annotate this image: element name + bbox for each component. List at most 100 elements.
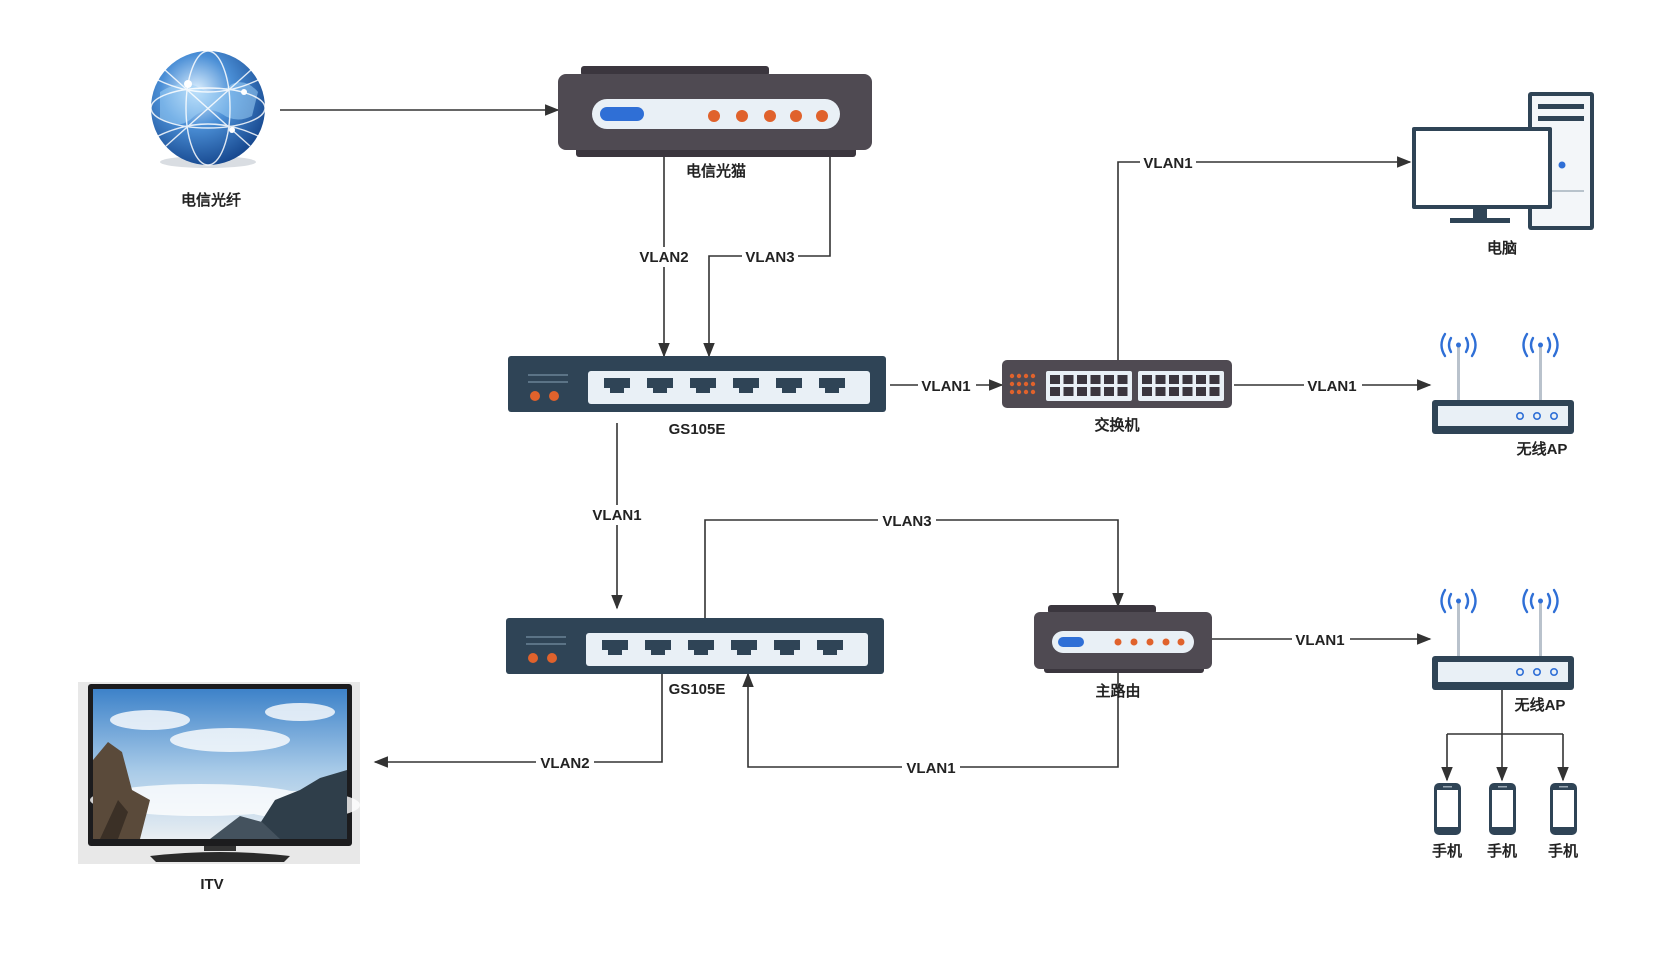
main-router-node: 主路由 — [1034, 605, 1212, 700]
switch-icon — [508, 356, 886, 412]
main-router-label: 主路由 — [1095, 682, 1140, 700]
ethernet-port-icon — [1142, 387, 1152, 396]
tv-icon — [78, 682, 360, 864]
phone1-node: 手机 — [1432, 783, 1462, 860]
access-point-icon — [1432, 332, 1574, 434]
ethernet-port-icon — [774, 640, 800, 655]
router-icon — [1034, 605, 1212, 673]
computer-icon — [1412, 92, 1594, 230]
modem-icon — [558, 66, 872, 157]
status-led-icon — [1016, 381, 1022, 387]
tv-node: ITV — [78, 682, 360, 893]
status-led-icon — [1030, 373, 1036, 379]
ap-bottom-label: 无线AP — [1514, 696, 1566, 714]
switch24-label: 交换机 — [1094, 416, 1139, 434]
edge-label-vlan2-tv: VLAN2 — [540, 755, 589, 772]
ethernet-port-icon — [1077, 387, 1087, 396]
ethernet-port-icon — [1050, 375, 1060, 384]
ethernet-port-icon — [1050, 387, 1060, 396]
modem-node: 电信光猫 — [558, 66, 872, 180]
ap-top-label: 无线AP — [1516, 440, 1568, 458]
ethernet-port-icon — [733, 378, 759, 393]
ethernet-port-icon — [1209, 375, 1220, 384]
ethernet-port-icon — [1117, 375, 1128, 384]
edge-label-vlan2-top: VLAN2 — [639, 249, 688, 266]
ethernet-port-icon — [731, 640, 757, 655]
edge-label-vlan1-ap: VLAN1 — [1307, 378, 1356, 395]
ethernet-port-icon — [1063, 387, 1074, 396]
phone-icon — [1434, 783, 1461, 835]
status-led-icon — [1023, 389, 1029, 395]
status-led-icon — [1023, 381, 1029, 387]
status-led-icon — [1016, 373, 1022, 379]
edges: VLAN2 VLAN3 VLAN1 VLAN1 VLAN1 VLAN1 VLAN… — [280, 104, 1569, 782]
ethernet-port-icon — [647, 378, 673, 393]
switch-top-label: GS105E — [669, 421, 726, 438]
internet-node: 电信光纤 — [150, 50, 266, 209]
switch-top-node: GS105E — [508, 356, 886, 438]
ethernet-port-icon — [1104, 387, 1114, 396]
edge-switch-router-vlan3 — [704, 519, 1124, 618]
ethernet-port-icon — [1182, 387, 1193, 396]
ethernet-port-icon — [602, 640, 628, 655]
edge-switch-tv — [373, 664, 663, 768]
globe-icon — [150, 50, 266, 168]
pc-label: 电脑 — [1487, 239, 1517, 257]
tv-label: ITV — [200, 876, 223, 893]
edge-label-vlan1-router: VLAN1 — [906, 760, 955, 777]
ethernet-port-icon — [776, 378, 802, 393]
ethernet-port-icon — [1169, 375, 1179, 384]
status-led-icon — [1009, 389, 1015, 395]
ethernet-port-icon — [1117, 387, 1128, 396]
status-led-icon — [1023, 373, 1029, 379]
ethernet-port-icon — [1104, 375, 1114, 384]
ethernet-port-icon — [645, 640, 671, 655]
ethernet-port-icon — [688, 640, 714, 655]
ethernet-port-icon — [819, 378, 845, 393]
switch-bottom-node: GS105E — [506, 618, 884, 698]
ethernet-port-icon — [690, 378, 716, 393]
switch-bottom-label: GS105E — [669, 681, 726, 698]
ap-bottom-node: 无线AP — [1432, 588, 1574, 714]
ethernet-port-icon — [1155, 387, 1166, 396]
ethernet-port-icon — [1090, 375, 1101, 384]
ethernet-port-icon — [1209, 387, 1220, 396]
edge-label-vlan1-ap2: VLAN1 — [1295, 632, 1344, 649]
access-point-icon — [1432, 588, 1574, 690]
ethernet-port-icon — [1182, 375, 1193, 384]
phone3-label: 手机 — [1548, 842, 1578, 860]
ethernet-port-icon — [1063, 375, 1074, 384]
ethernet-port-icon — [1196, 387, 1206, 396]
status-led-icon — [1030, 381, 1036, 387]
status-led-icon — [1009, 381, 1015, 387]
phone1-label: 手机 — [1432, 842, 1462, 860]
ethernet-port-icon — [1155, 375, 1166, 384]
status-led-icon — [1030, 389, 1036, 395]
ethernet-port-icon — [1142, 375, 1152, 384]
phone2-label: 手机 — [1487, 842, 1517, 860]
ap-top-node: 无线AP — [1432, 332, 1574, 458]
edge-label-vlan3-top: VLAN3 — [745, 249, 794, 266]
switch24-node: 交换机 — [1002, 360, 1232, 434]
edge-label-vlan1-sw24: VLAN1 — [921, 378, 970, 395]
status-led-icon — [1016, 389, 1022, 395]
modem-label: 电信光猫 — [686, 162, 746, 180]
phone2-node: 手机 — [1487, 783, 1517, 860]
edge-label-vlan3-router: VLAN3 — [882, 513, 931, 530]
ethernet-port-icon — [1090, 387, 1101, 396]
edge-label-vlan1-pc: VLAN1 — [1143, 155, 1192, 172]
status-led-icon — [1009, 373, 1015, 379]
edge-label-vlan1-mid: VLAN1 — [592, 507, 641, 524]
ethernet-port-icon — [817, 640, 843, 655]
ethernet-port-icon — [1196, 375, 1206, 384]
pc-node: 电脑 — [1412, 92, 1594, 257]
ethernet-port-icon — [1077, 375, 1087, 384]
edge-router-switch — [742, 672, 1119, 768]
edge-switch24-pc — [1117, 156, 1412, 360]
ethernet-port-icon — [1169, 387, 1179, 396]
ethernet-port-icon — [604, 378, 630, 393]
internet-label: 电信光纤 — [181, 191, 241, 209]
phone-icon — [1489, 783, 1516, 835]
switch-icon — [506, 618, 884, 674]
